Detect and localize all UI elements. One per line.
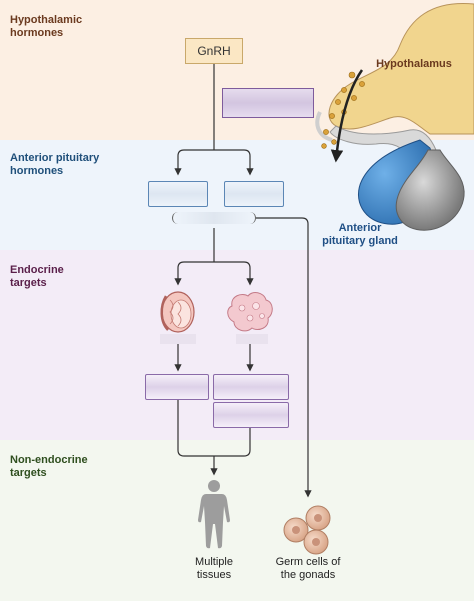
portal-flow-arrow (330, 69, 364, 163)
hypothalamus-illustration (315, 3, 474, 171)
anterior-pituitary-hormones-label: Anterior pituitary hormones (10, 152, 100, 177)
hidden-label-pituitary-hormone-1[interactable] (148, 181, 208, 207)
human-figure-icon (198, 480, 230, 549)
hidden-label-ovary[interactable] (236, 334, 268, 344)
gnrh-box: GnRH (185, 38, 243, 64)
hidden-label-endocrine-2[interactable] (213, 374, 289, 400)
flow-arrows (174, 64, 312, 498)
hypothalamic-hormones-label: Hypothalamic hormones (10, 14, 83, 39)
multiple-tissues-caption: Multiple tissues (195, 556, 233, 581)
non-endocrine-band: Non-endocrine targets (0, 440, 474, 601)
hidden-label-hypothalamic[interactable] (222, 88, 314, 118)
non-endocrine-targets-label: Non-endocrine targets (10, 454, 88, 479)
posterior-pituitary-illustration (395, 149, 465, 231)
ovary-icon (227, 292, 273, 332)
germ-cells-caption: Germ cells of the gonads (275, 556, 341, 581)
anterior-pituitary-gland-label: Anterior pituitary gland (322, 222, 398, 247)
testis-icon (160, 291, 195, 333)
endocrine-targets-label: Endocrine targets (10, 264, 64, 289)
germ-cells-icon (283, 505, 331, 555)
gnrh-label: GnRH (197, 44, 231, 58)
hypothalamus-label: Hypothalamus (376, 58, 452, 70)
hidden-label-pituitary-hormone-2[interactable] (224, 181, 284, 207)
hidden-label-endocrine-3[interactable] (213, 402, 289, 428)
hidden-label-endocrine-1[interactable] (145, 374, 209, 400)
hidden-label-testis[interactable] (160, 334, 196, 344)
hidden-label-bracket[interactable] (172, 212, 256, 224)
